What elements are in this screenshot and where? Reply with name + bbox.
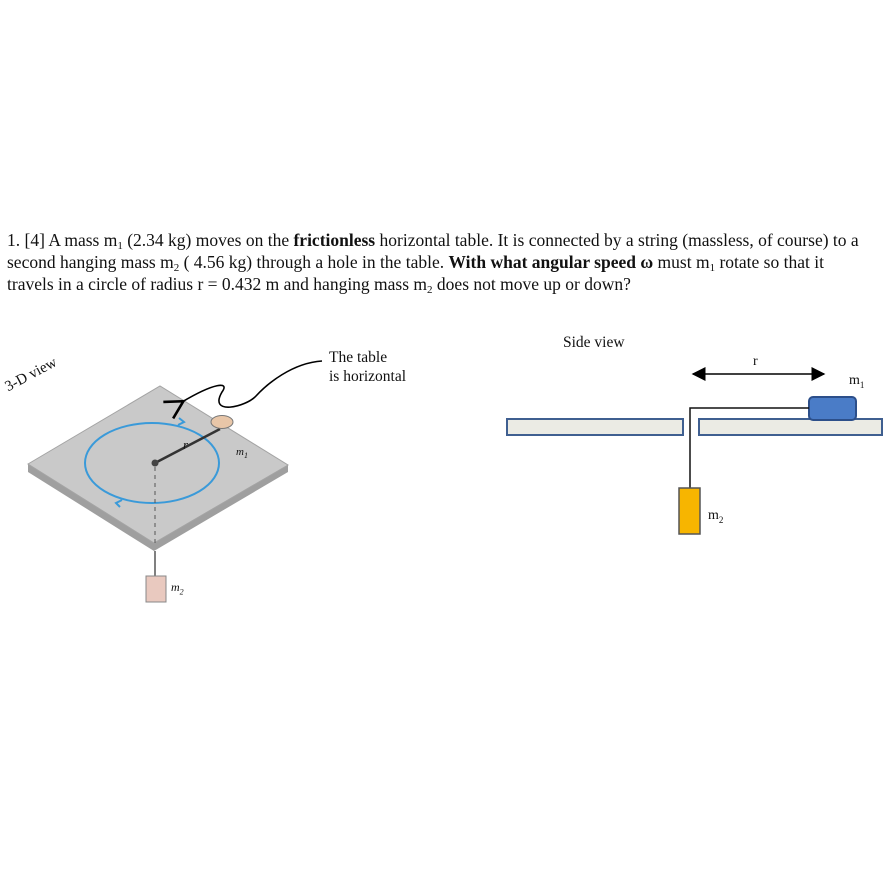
side-view-title: Side view [563,334,625,351]
problem-text-part: A mass m [44,230,118,250]
figure-3d [27,360,323,603]
table-left [506,418,684,436]
problem-text-part: ( 4.56 kg) through a hole in the table. [179,252,449,272]
m2-label-side: m2 [708,508,724,525]
table-right [698,418,883,436]
problem-number: 1. [7,230,21,250]
radius-string [154,427,221,465]
m1-label-side: m1 [849,373,865,390]
emphasis-frictionless: frictionless [293,230,376,250]
callout-line: is horizontal [329,368,407,385]
problem-text-part: does not move up or down? [432,274,631,294]
table-callout: The table is horizontal [329,348,406,386]
subscript: 1 [709,262,716,274]
radius-label-side: r [753,354,758,369]
subscript: 1 [117,240,123,252]
subscript: 2 [427,284,433,296]
callout-pointer [182,360,323,407]
hanging-mass-m2 [145,575,167,603]
m2-label-3d: m2 [171,580,184,597]
radius-label-3d: r [183,437,189,452]
orbit-arrow [114,499,123,508]
puck-m1 [210,415,234,429]
orbit-arrow [177,417,186,426]
string-side [689,407,809,488]
callout-line: The table [329,349,388,366]
block-m2 [678,487,701,535]
problem-text: 1. [4] A mass m1 (2.34 kg) moves on the … [7,229,867,296]
problem-text-part: horizontal table. It is connected by a s… [7,230,859,272]
problem-text-part: (2.34 kg) moves on the [122,230,294,250]
m1-label-3d: m1 [236,446,248,461]
emphasis-question: With what angular speed ω [448,252,654,272]
figure-side [506,367,883,535]
subscript: 2 [173,262,180,274]
orbit-circle [84,422,220,504]
problem-text-part: must m [653,252,710,272]
block-m1 [808,396,857,421]
problem-points: [4] [24,230,45,250]
hole [151,459,159,467]
problem-text-part: rotate so that it travels in a circle of… [7,252,824,294]
